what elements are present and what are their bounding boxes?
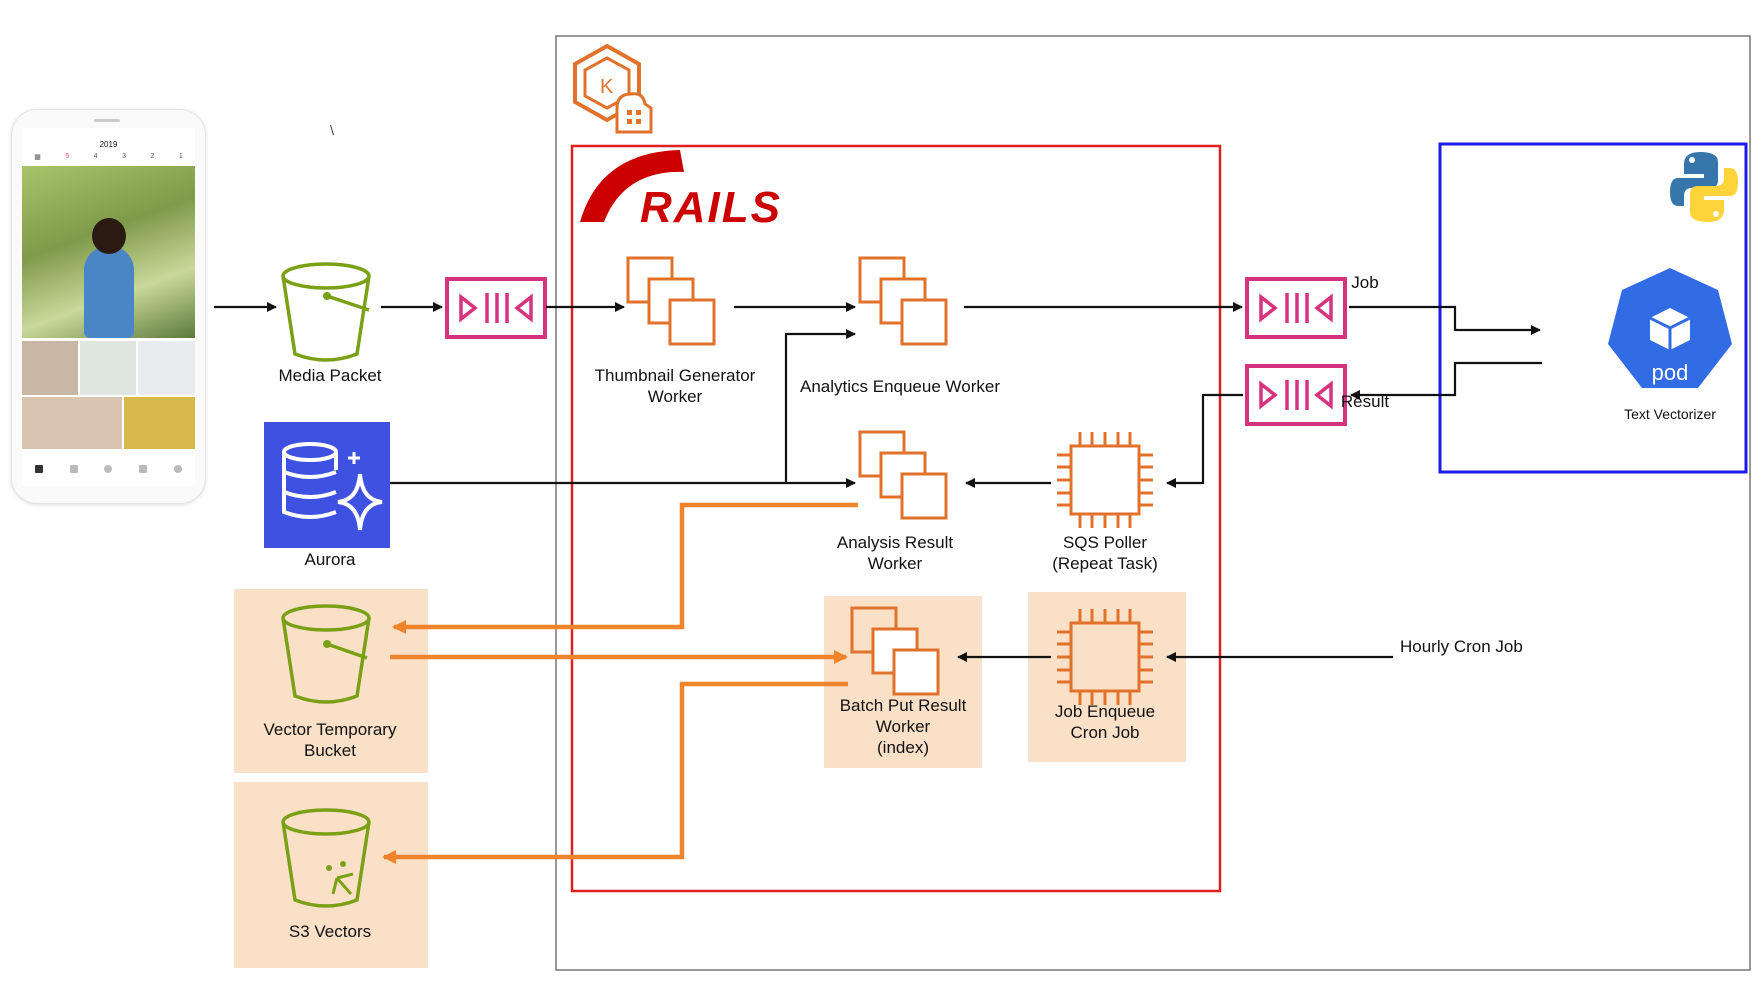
phone-thumb-2[interactable] bbox=[80, 341, 136, 395]
phone-year: 2019 bbox=[99, 140, 118, 149]
phone-nav-add-icon[interactable] bbox=[104, 465, 113, 473]
phone-nav-profile-icon[interactable] bbox=[173, 465, 182, 473]
batch-put-label-line1: Batch Put Result bbox=[839, 696, 967, 715]
batch-put-label-line2: Worker bbox=[875, 717, 931, 736]
eks-icon: K bbox=[573, 43, 653, 134]
batch-put-label-line3: (index) bbox=[877, 738, 929, 757]
hourly-cron-label: Hourly Cron Job bbox=[1400, 637, 1523, 656]
rails-logo: RAILS bbox=[580, 150, 782, 232]
analytics-enqueue-label: Analytics Enqueue Worker bbox=[799, 377, 1000, 396]
photo-child-figure bbox=[84, 246, 134, 338]
job-enqueue-label-line1: Job Enqueue bbox=[1054, 702, 1156, 721]
analysis-result-label-line2: Worker bbox=[867, 554, 923, 573]
phone-thumb-3[interactable] bbox=[138, 341, 195, 395]
sqs-poller-chip-icon bbox=[1055, 430, 1155, 530]
phone-bottom-nav bbox=[22, 458, 195, 480]
s3-vectors-bucket-icon bbox=[281, 808, 371, 908]
s3-vectors-box bbox=[234, 782, 428, 968]
stray-mark: \ bbox=[330, 123, 335, 137]
vector-temp-bucket-label: Vector Temporary Bucket bbox=[240, 719, 420, 761]
phone-tab-5[interactable]: 5 bbox=[65, 153, 70, 160]
rails-logo-text: RAILS bbox=[640, 183, 782, 232]
sqs-poller-label: SQS Poller (Repeat Task) bbox=[1025, 532, 1185, 574]
vector-temp-bucket-label-line2: Bucket bbox=[304, 741, 356, 760]
thumbnail-worker-icon bbox=[626, 256, 716, 346]
sqs-poller-label-line2: (Repeat Task) bbox=[1052, 554, 1158, 573]
thumbnail-worker-label-line2: Worker bbox=[647, 387, 703, 406]
phone-tab-1[interactable]: 1 bbox=[178, 153, 183, 160]
s3-vectors-label: S3 Vectors bbox=[288, 922, 372, 941]
phone-speaker bbox=[94, 119, 120, 122]
mobile-app-phone: 2019 ▦ 5 4 3 2 1 bbox=[11, 109, 206, 504]
thumbnail-worker-label-line1: Thumbnail Generator bbox=[594, 366, 756, 385]
photo-child-head bbox=[92, 218, 126, 254]
job-edge-label: Job bbox=[1351, 273, 1379, 292]
aurora-icon bbox=[264, 422, 390, 548]
batch-put-label: Batch Put Result Worker (index) bbox=[818, 695, 988, 758]
phone-tab-grid[interactable]: ▦ bbox=[34, 154, 41, 161]
phone-thumb-5[interactable] bbox=[124, 397, 195, 449]
analysis-result-label-line1: Analysis Result bbox=[836, 533, 954, 552]
job-enqueue-box bbox=[1028, 592, 1186, 762]
text-vectorizer-label: Text Vectorizer bbox=[1624, 406, 1716, 422]
phone-nav-home-icon[interactable] bbox=[35, 465, 44, 473]
vector-temp-bucket-box bbox=[234, 589, 428, 773]
pod-label: pod bbox=[1652, 360, 1689, 385]
rails-app-boundary bbox=[570, 144, 1222, 893]
phone-thumb-4[interactable] bbox=[22, 397, 122, 449]
phone-tab-3[interactable]: 3 bbox=[122, 153, 126, 160]
analytics-enqueue-worker-icon bbox=[858, 256, 948, 346]
phone-thumb-1[interactable] bbox=[22, 341, 78, 395]
job-enqueue-label: Job Enqueue Cron Job bbox=[1025, 701, 1185, 743]
svg-text:K: K bbox=[600, 76, 614, 98]
vector-temp-bucket-icon bbox=[281, 604, 371, 704]
python-logo-icon bbox=[1670, 152, 1738, 222]
job-enqueue-label-line2: Cron Job bbox=[1070, 723, 1140, 742]
connectors bbox=[214, 302, 1542, 662]
analysis-result-label: Analysis Result Worker bbox=[820, 532, 970, 574]
media-packet-bucket-icon bbox=[281, 262, 371, 362]
vector-data-flows bbox=[382, 502, 858, 864]
sqs-poller-label-line1: SQS Poller bbox=[1062, 533, 1148, 552]
analysis-result-worker-icon bbox=[858, 430, 948, 520]
phone-month-tabs: ▦ 5 4 3 2 1 bbox=[22, 153, 195, 161]
vector-temp-bucket-label-line1: Vector Temporary bbox=[263, 720, 397, 739]
job-queue-icon bbox=[1245, 277, 1347, 339]
result-edge-label: Result bbox=[1340, 392, 1390, 411]
phone-nav-doc-icon[interactable] bbox=[69, 465, 78, 473]
phone-tab-4[interactable]: 4 bbox=[93, 153, 98, 160]
thumbnail-worker-label: Thumbnail Generator Worker bbox=[590, 365, 760, 407]
phone-screen: 2019 ▦ 5 4 3 2 1 bbox=[22, 128, 195, 486]
phone-tab-2[interactable]: 2 bbox=[150, 153, 155, 160]
phone-hero-photo[interactable] bbox=[22, 166, 195, 338]
media-packet-label: Media Packet bbox=[278, 366, 382, 385]
kubernetes-pod-icon: pod bbox=[1608, 268, 1732, 388]
aurora-label: Aurora bbox=[304, 550, 356, 569]
cluster-boundary bbox=[555, 35, 1751, 971]
media-queue-icon bbox=[445, 277, 547, 339]
phone-nav-calendar-icon[interactable] bbox=[139, 465, 148, 473]
